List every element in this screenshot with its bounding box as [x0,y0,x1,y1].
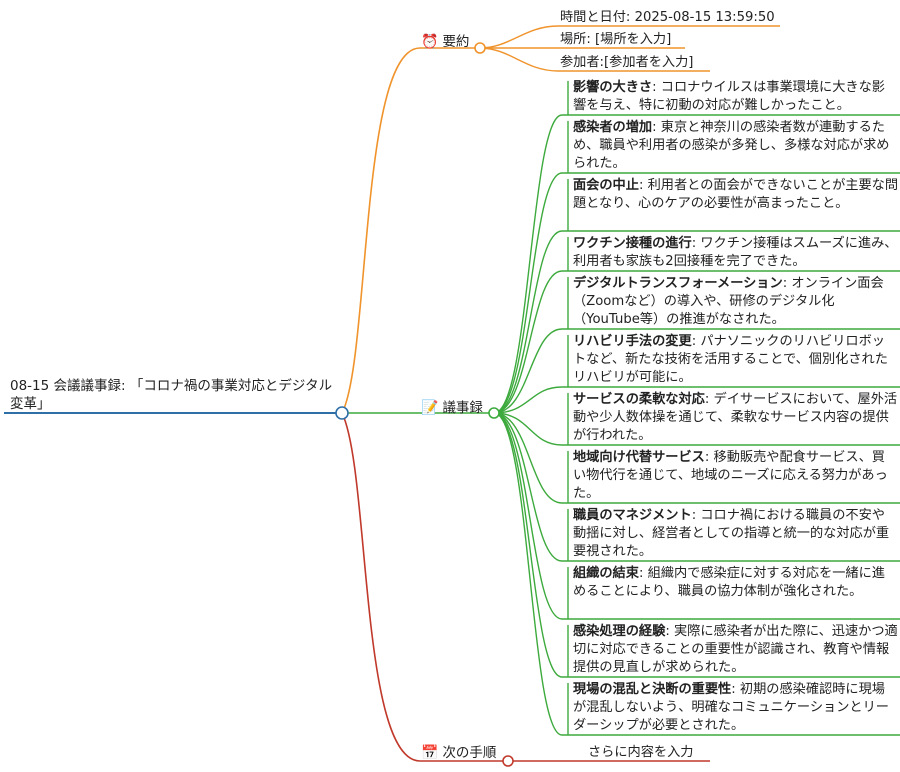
minutes-note-title: デジタルトランスフォーメーション [573,276,783,291]
link-minutes-note [493,412,900,562]
memo-icon: 📝 [421,400,439,416]
minutes-links [493,81,900,736]
minutes-note[interactable]: 地域向け代替サービス: 移動販売や配食サービス、買い物代行を通じて、地域のニーズ… [573,449,898,503]
minutes-note-title: 現場の混乱と決断の重要性 [573,682,732,697]
minutes-note[interactable]: 影響の大きさ: コロナウイルスは事業環境に大きな影響を与え、特に初動の対応が難し… [573,79,898,115]
link-minutes-note [493,179,900,414]
link-minutes-note [493,412,900,620]
minutes-note[interactable]: リハビリ手法の変更: パナソニックのリハビリロボットなど、新たな技術を活用するこ… [573,333,898,387]
minutes-note-title: 地域向け代替サービス [573,450,705,465]
minutes-note-text: : コロナ禍における職員の不安や動揺に対し、経営者としての指導と統一的な対応が重… [573,508,890,559]
branch-next-steps[interactable]: 📅次の手順 [421,744,496,762]
link-summary-2 [479,47,710,72]
link-minutes-note [493,412,900,736]
root-topic[interactable]: 08-15 会議議事録: 「コロナ禍の事業対応とデジタル変革」 [10,378,333,412]
branch-minutes[interactable]: 📝議事録 [421,399,483,417]
minutes-note[interactable]: デジタルトランスフォーメーション: オンライン面会（Zoomなど）の導入や、研修… [573,275,898,329]
minutes-note-text: : 組織内で感染症に対する対応を一緒に進めることにより、職員の協力体制が強化され… [573,566,885,599]
link-minutes-note [493,81,900,414]
minutes-node[interactable] [488,407,500,419]
minutes-note[interactable]: ワクチン接種の進行: ワクチン接種はスムーズに進み、利用者も家族も2回接種を完了… [573,235,898,271]
minutes-note-title: 感染者の増加 [573,120,653,135]
summary-node[interactable] [474,42,486,54]
summary-item-participants[interactable]: 参加者:[参加者を入力] [560,55,694,70]
root-node[interactable] [335,406,349,420]
next-step-item[interactable]: さらに内容を入力 [588,745,694,760]
minutes-note-text: : デイサービスにおいて、屋外活動や少人数体操を通じて、柔軟なサービス内容の提供… [573,392,898,443]
minutes-note-text: : 初期の感染確認時に現場が混乱しないよう、明確なコミュニケーションとリーダーシ… [573,682,889,733]
minutes-note-title: 影響の大きさ [573,80,653,95]
minutes-note-title: 職員のマネジメント [573,508,692,523]
minutes-note-text: : オンライン面会（Zoomなど）の導入や、研修のデジタル化（YouTube等）… [573,276,884,327]
minutes-note[interactable]: 組織の結束: 組織内で感染症に対する対応を一緒に進めることにより、職員の協力体制… [573,565,898,601]
summary-item-datetime[interactable]: 時間と日付: 2025-08-15 13:59:50 [560,10,775,25]
minutes-note-text: : 移動販売や配食サービス、買い物代行を通じて、地域のニーズに応える努力があった… [573,450,888,501]
minutes-note-text: : 実際に感染者が出た際に、迅速かつ適切に対応できることの重要性が認識され、教育… [573,624,898,675]
minutes-note-title: 面会の中止 [573,178,639,193]
link-root-summary [341,47,480,414]
minutes-note-text: : ワクチン接種はスムーズに進み、利用者も家族も2回接種を完了できた。 [573,236,898,269]
link-minutes-note [493,412,900,504]
minutes-note-title: リハビリ手法の変更 [573,334,692,349]
link-minutes-note [493,121,900,414]
minutes-note[interactable]: 現場の混乱と決断の重要性: 初期の感染確認時に現場が混乱しないよう、明確なコミュ… [573,681,898,735]
branch-minutes-label: 議事録 [442,400,483,416]
branch-summary[interactable]: ⏰要約 [421,33,469,51]
minutes-note[interactable]: 感染者の増加: 東京と神奈川の感染者数が連動するため、職員や利用者の感染が多発し… [573,119,898,173]
minutes-note[interactable]: 面会の中止: 利用者との面会ができないことが主要な問題となり、心のケアの必要性が… [573,177,898,213]
link-minutes-note [493,277,900,414]
link-root-next [341,412,508,762]
link-minutes-note [493,412,900,678]
minutes-note-title: サービスの柔軟な対応 [573,392,705,407]
calendar-icon: 📅 [421,745,439,761]
branch-next-label: 次の手順 [442,745,497,761]
branch-summary-label: 要約 [442,34,470,50]
minutes-note-text: : コロナウイルスは事業環境に大きな影響を与え、特に初動の対応が難しかったこと。 [573,80,885,113]
link-summary-0 [479,25,780,49]
minutes-note-title: 組織の結束 [573,566,639,581]
link-minutes-note [493,393,900,446]
minutes-note-title: ワクチン接種の進行 [573,236,692,251]
minutes-note[interactable]: 感染処理の経験: 実際に感染者が出た際に、迅速かつ適切に対応できることの重要性が… [573,623,898,677]
minutes-note-text: : 利用者との面会ができないことが主要な問題となり、心のケアの必要性が高まったこ… [573,178,899,211]
minutes-note[interactable]: 職員のマネジメント: コロナ禍における職員の不安や動揺に対し、経営者としての指導… [573,507,898,561]
minutes-note[interactable]: サービスの柔軟な対応: デイサービスにおいて、屋外活動や少人数体操を通じて、柔軟… [573,391,898,445]
summary-item-location[interactable]: 場所: [場所を入力] [560,32,672,47]
next-node[interactable] [502,755,514,767]
minutes-note-title: 感染処理の経験 [573,624,666,639]
link-minutes-note [493,237,900,414]
alarm-clock-icon: ⏰ [421,34,439,50]
minutes-note-text: : 東京と神奈川の感染者数が連動するため、職員や利用者の感染が多発し、多様な対応… [573,120,890,171]
link-minutes-note [493,335,900,414]
minutes-note-text: : パナソニックのリハビリロボットなど、新たな技術を活用することで、個別化された… [573,334,888,385]
